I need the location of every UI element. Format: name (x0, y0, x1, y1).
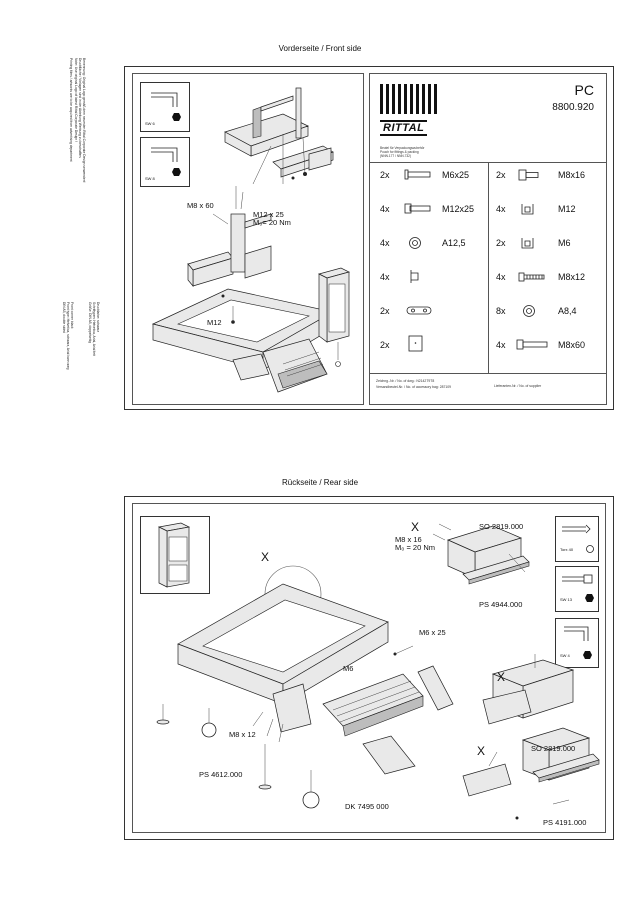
product-code-title: PC (574, 82, 594, 98)
allen-key-icon (151, 147, 181, 176)
part-qty: 2x (496, 238, 506, 248)
label-m12: M12 (207, 318, 222, 327)
tool-box-sw6: SW 6 (140, 82, 190, 132)
pouch-note: Beutel für Verpackungszubehör Pouch for … (380, 146, 425, 159)
part-qty: 2x (380, 340, 390, 350)
rear-side-panel: Torx 40 SW 13 SW 4 (124, 496, 614, 840)
threaded-screw-icon (518, 272, 545, 282)
part-qty: 8x (496, 306, 506, 316)
divider (488, 163, 490, 373)
link-plate-icon (406, 306, 432, 315)
part-name: M6 (558, 238, 571, 248)
screw-icon (404, 169, 431, 180)
allen-key-icon (151, 92, 181, 121)
label-ps4191: PS 4191.000 (543, 818, 587, 827)
tool-label-torx40: Torx 40 (560, 547, 574, 552)
rittal-logo-icon (380, 84, 437, 114)
torx-key-icon (562, 524, 594, 553)
side-note-left-top: Benennung: Original Logo gemäß dem neues… (69, 58, 86, 183)
washer-icon (409, 237, 421, 249)
side-note-right-bottom: Druckfarbe: schwarz Schriftypen: Helveti… (87, 302, 100, 356)
cabinet-thumbnail (140, 516, 210, 594)
part-name: M8x12 (558, 272, 586, 282)
part-name: M12 (558, 204, 576, 214)
rear-assembly-drawing (156, 523, 600, 820)
label-m8x12: M8 x 12 (229, 730, 256, 739)
part-name: M12x25 (442, 204, 475, 214)
brand-name: RITTAL (380, 120, 428, 136)
label-m8x60: M8 x 60 (187, 201, 214, 210)
front-side-panel: SW 6 SW 8 (124, 66, 614, 410)
front-assembly-drawing (151, 87, 350, 393)
tool-label-sw6: SW 6 (145, 121, 155, 126)
tool-box-sw8: SW 8 (140, 137, 190, 187)
part-qty: 4x (496, 204, 506, 214)
label-ps4612: PS 4612.000 (199, 770, 243, 779)
detail-marker-x: X (477, 744, 486, 758)
label-torque-rear: M8 x 16 M₀ = 20 Nm (395, 535, 435, 552)
label-ps4944: PS 4944.000 (479, 600, 523, 609)
front-parts-area: RITTAL PC 8800.920 Beutel für Verpackung… (369, 73, 607, 405)
part-qty: 2x (380, 306, 390, 316)
socket-wrench-icon (562, 574, 594, 602)
part-name: M8x60 (558, 340, 586, 350)
detail-marker-x: X (497, 670, 506, 684)
detail-marker-x: X (411, 520, 420, 534)
tool-label-sw13: SW 13 (560, 597, 573, 602)
part-qty: 4x (496, 340, 506, 350)
bolt-icon (404, 203, 431, 214)
clip-icon (410, 270, 419, 283)
long-bolt-icon (516, 339, 548, 350)
cage-nut-icon (521, 204, 534, 215)
front-drawing-area: SW 6 SW 8 (132, 73, 364, 405)
part-qty: 2x (496, 170, 506, 180)
part-name: A8,4 (558, 306, 577, 316)
part-qty: 4x (380, 204, 390, 214)
tool-label-sw8: SW 8 (145, 176, 155, 181)
cage-nut-icon (521, 238, 534, 249)
divider (370, 162, 606, 164)
label-m6x25: M6 x 25 (419, 628, 446, 637)
product-code-number: 8800.920 (552, 102, 594, 113)
label-so2819-top: SO 2819.000 (479, 522, 524, 531)
side-note-left-bottom: Front corner black Front type: Helvetica… (61, 302, 74, 370)
part-name: M6x25 (442, 170, 470, 180)
part-qty: 4x (380, 272, 390, 282)
hex-screw-icon (518, 169, 539, 181)
tool-label-sw4: SW 4 (560, 653, 570, 658)
part-name: M8x16 (558, 170, 586, 180)
divider (370, 373, 606, 375)
front-side-title: Vorderseite / Front side (278, 44, 362, 53)
washer-icon (523, 305, 535, 317)
part-name: A12,5 (442, 238, 466, 248)
rear-side-title: Rückseite / Rear side (281, 478, 359, 487)
part-qty: 2x (380, 170, 390, 180)
tool-box-sw13: SW 13 (555, 566, 599, 612)
drawing-footer-right: Lieferanten-Nr. / No. of supplier (494, 384, 542, 388)
drawing-footer-left: Zeichng.-Nr. / No. of dwg.: N2142T9T8 Ve… (376, 379, 452, 389)
label-plate-icon (408, 335, 423, 352)
part-qty: 4x (380, 238, 390, 248)
tool-box-sw4: SW 4 (555, 618, 599, 668)
label-so2819-bottom: SO 2819.000 (531, 744, 576, 753)
tool-box-torx40: Torx 40 (555, 516, 599, 562)
detail-marker-x: X (261, 550, 270, 564)
rear-drawing-area: Torx 40 SW 13 SW 4 (132, 503, 606, 833)
part-qty: 4x (496, 272, 506, 282)
label-torque-front: M12 x 25 M₀= 20 Nm (253, 210, 291, 227)
allen-key-icon (564, 626, 592, 659)
cabinet-icon (157, 522, 191, 588)
label-m6: M6 (343, 664, 354, 673)
label-dk7495: DK 7495 000 (345, 802, 389, 811)
